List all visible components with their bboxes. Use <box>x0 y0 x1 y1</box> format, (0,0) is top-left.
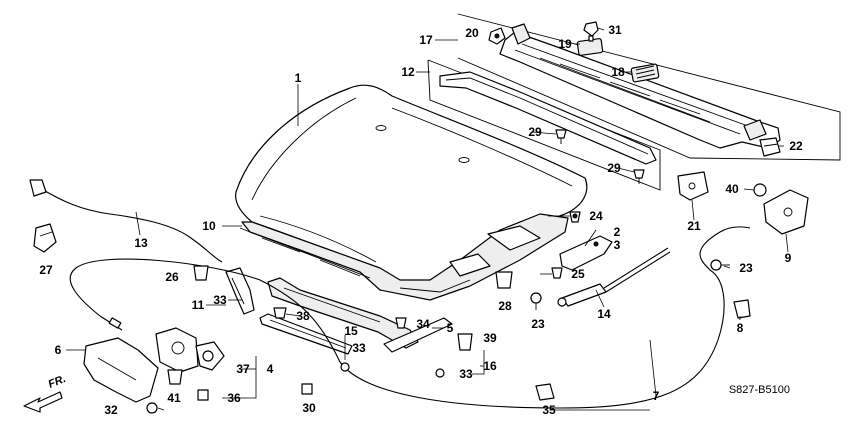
cowl-top-cover <box>499 23 781 149</box>
callout-32: 32 <box>104 403 118 417</box>
hinge-bracket-9 <box>763 189 809 235</box>
callout-5: 5 <box>447 321 454 335</box>
clip-29-b <box>633 169 645 184</box>
bolt-23-a <box>530 292 542 310</box>
clip-38 <box>273 307 287 319</box>
clip-34 <box>395 317 407 329</box>
grommet-35 <box>535 383 555 401</box>
callout-33-a: 33 <box>213 293 227 307</box>
callout-41: 41 <box>167 391 181 405</box>
hood-cross-member <box>267 277 419 349</box>
cable-end-8 <box>733 299 751 319</box>
callout-25: 25 <box>571 267 585 281</box>
clip-33-b <box>435 368 445 378</box>
clip-29-a <box>555 129 567 144</box>
callout-11: 11 <box>192 298 205 312</box>
callout-27: 27 <box>39 263 53 277</box>
callout-35: 35 <box>542 403 556 417</box>
callout-9: 9 <box>785 251 792 265</box>
callout-18: 18 <box>611 65 625 79</box>
callout-17: 17 <box>419 33 433 47</box>
callouts: 1 2 3 4 5 6 7 8 9 10 11 12 13 14 15 16 1… <box>39 23 803 417</box>
callout-29-a: 29 <box>528 125 542 139</box>
bumper-26 <box>193 265 209 281</box>
callout-2: 2 <box>614 225 621 239</box>
hood-opener-handle-27 <box>33 223 57 253</box>
callout-30: 30 <box>302 401 316 415</box>
callout-21: 21 <box>687 219 701 233</box>
callout-34: 34 <box>416 317 430 331</box>
hood-latch-cover <box>83 337 159 403</box>
callout-31: 31 <box>608 23 622 37</box>
callout-33-c: 33 <box>459 367 473 381</box>
clip-20 <box>488 27 506 45</box>
hood-opener-cable <box>29 179 223 263</box>
bracket-21 <box>677 171 709 201</box>
callout-15: 15 <box>344 324 358 338</box>
clip-31 <box>583 21 599 42</box>
hood-hinge <box>559 235 613 271</box>
callout-13: 13 <box>134 236 148 250</box>
callout-8: 8 <box>737 321 744 335</box>
callout-3: 3 <box>614 238 621 252</box>
callout-29-b: 29 <box>607 161 621 175</box>
callout-7: 7 <box>653 389 660 403</box>
callout-6: 6 <box>55 343 62 357</box>
hood-reinforcement-15 <box>259 313 353 355</box>
callout-38: 38 <box>296 309 310 323</box>
front-direction-label: FR. <box>47 373 68 391</box>
callout-22: 22 <box>789 139 803 153</box>
bolt-40 <box>753 183 767 197</box>
clip-32 <box>146 402 158 414</box>
callout-23-b: 23 <box>739 261 753 275</box>
bolt-23-b <box>710 259 730 271</box>
callout-20: 20 <box>465 26 479 40</box>
callout-16: 16 <box>483 359 497 373</box>
bumper-41 <box>167 369 183 385</box>
callout-40: 40 <box>725 182 739 196</box>
callout-28: 28 <box>498 299 512 313</box>
callout-33-b: 33 <box>352 341 366 355</box>
clip-22 <box>759 137 781 157</box>
clip-30 <box>301 383 313 395</box>
nut-36 <box>197 389 209 401</box>
hood-release-cable <box>69 226 751 409</box>
bumper-28 <box>495 271 513 289</box>
hood-bracket-left <box>225 267 255 315</box>
leader-lines <box>66 27 789 411</box>
hood-bar-16 <box>383 317 453 353</box>
clip-25 <box>551 267 563 279</box>
diagram-code: S827-B5100 <box>729 384 790 396</box>
cowl-assembly-frame <box>457 13 841 161</box>
callout-14: 14 <box>597 307 611 321</box>
clip-39 <box>457 333 473 351</box>
callout-36: 36 <box>227 391 241 405</box>
callout-12: 12 <box>401 65 415 79</box>
callout-1: 1 <box>295 71 302 85</box>
callout-37: 37 <box>236 362 250 376</box>
callout-4: 4 <box>267 362 274 376</box>
callout-19: 19 <box>558 37 572 51</box>
callout-24: 24 <box>589 209 603 223</box>
hood-latch <box>155 327 225 373</box>
clip-33-a <box>340 362 350 372</box>
callout-39: 39 <box>483 331 497 345</box>
clip-24 <box>569 211 581 223</box>
hood-front-seal <box>239 227 371 279</box>
callout-23-a: 23 <box>531 317 545 331</box>
callout-26: 26 <box>165 270 179 284</box>
front-direction-arrow: FR. <box>23 373 68 413</box>
hood-gas-strut <box>557 247 671 307</box>
cowl-seal <box>427 59 661 191</box>
callout-10: 10 <box>202 219 216 233</box>
cowl-grille-18 <box>630 63 660 83</box>
